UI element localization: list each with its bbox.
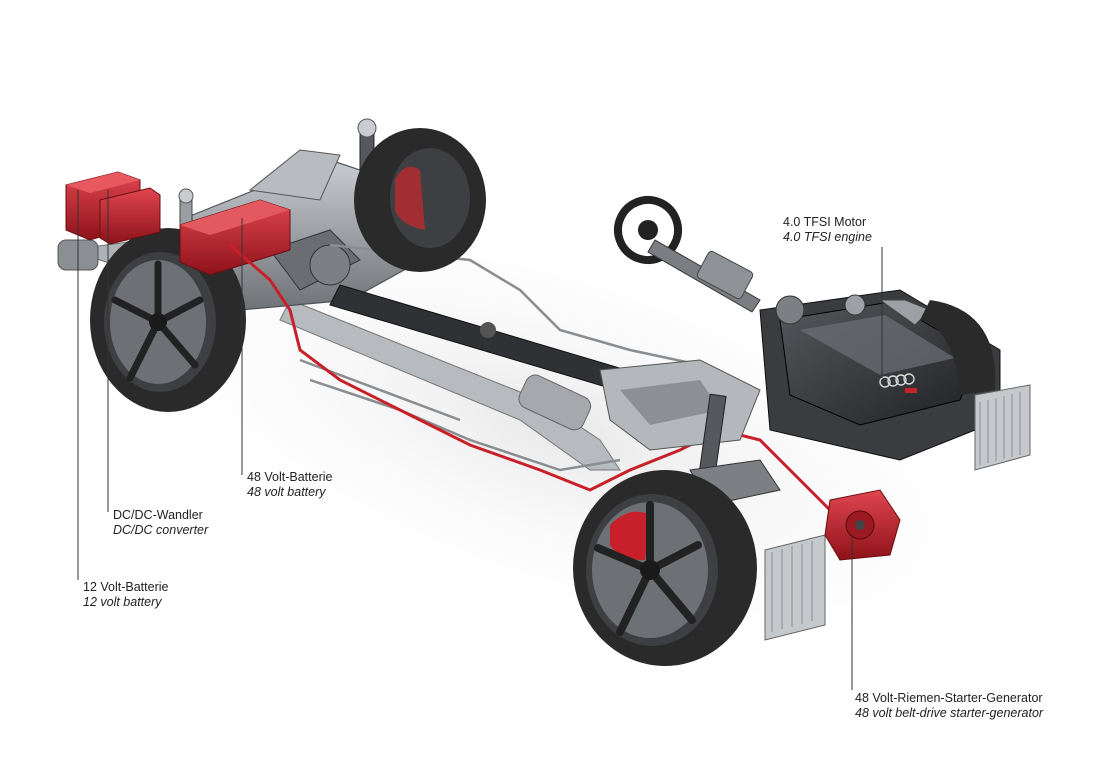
callout-dcdc-de: DC/DC-Wandler xyxy=(113,508,203,522)
front-left-wheel xyxy=(573,470,757,666)
callout-dcdc-en: DC/DC converter xyxy=(113,523,209,537)
callout-bsg: 48 Volt-Riemen-Starter-Generator 48 volt… xyxy=(855,691,1043,721)
front-right-wheel xyxy=(920,300,996,395)
callout-battery48: 48 Volt-Batterie 48 volt battery xyxy=(247,470,332,500)
callout-bsg-en: 48 volt belt-drive starter-generator xyxy=(855,706,1044,720)
dcdc-converter xyxy=(99,187,161,245)
rear-right-wheel xyxy=(354,128,486,272)
red-48v-cable xyxy=(229,243,832,512)
callout-bsg-de: 48 Volt-Riemen-Starter-Generator xyxy=(855,691,1043,705)
callout-battery48-en: 48 volt battery xyxy=(247,485,326,499)
callout-battery12-de: 12 Volt-Batterie xyxy=(83,580,169,594)
callout-dcdc: DC/DC-Wandler DC/DC converter xyxy=(113,508,208,538)
callout-engine-de: 4.0 TFSI Motor xyxy=(783,215,867,229)
leader-lines xyxy=(77,190,883,690)
propshaft xyxy=(329,284,661,401)
callout-engine-en: 4.0 TFSI engine xyxy=(783,230,872,244)
steering-column xyxy=(614,196,761,313)
callout-battery48-de: 48 Volt-Batterie xyxy=(247,470,333,484)
battery-48v xyxy=(179,199,291,276)
radiator xyxy=(764,384,1031,641)
belt-starter-generator xyxy=(824,489,901,561)
callout-battery12-en: 12 volt battery xyxy=(83,595,162,609)
callout-battery12: 12 Volt-Batterie 12 volt battery xyxy=(83,580,168,610)
callout-engine: 4.0 TFSI Motor 4.0 TFSI engine xyxy=(783,215,872,245)
